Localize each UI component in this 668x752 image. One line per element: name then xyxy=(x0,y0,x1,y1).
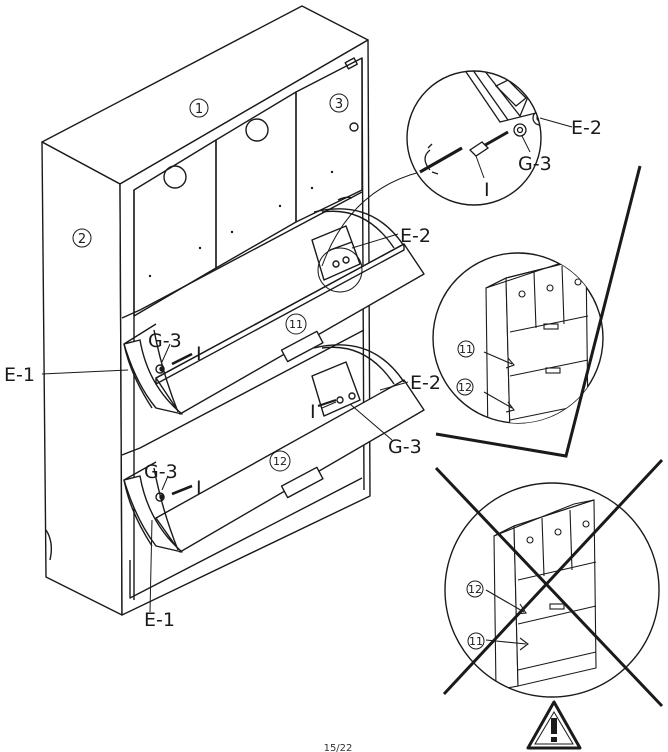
cross-mark-icon xyxy=(434,458,664,708)
callout-1: 1 xyxy=(189,98,209,118)
correct-label-11: 11 xyxy=(459,343,473,356)
label-i-middle: I xyxy=(310,401,316,423)
label-g3-lower-left: G-3 xyxy=(144,461,178,483)
label-g3-zoom: G-3 xyxy=(518,153,552,175)
flap-lower xyxy=(123,344,425,599)
correct-label-12: 12 xyxy=(458,381,472,394)
callout-12-text: 12 xyxy=(273,455,287,468)
label-g3-lower-right: G-3 xyxy=(388,436,422,458)
callout-3-text: 3 xyxy=(335,97,343,112)
page-number: 15/22 xyxy=(324,743,353,752)
callout-2-text: 2 xyxy=(78,232,86,247)
leader-lines xyxy=(41,171,421,613)
label-i-upper: I xyxy=(196,343,202,365)
callout-2: 2 xyxy=(72,228,92,248)
flap-upper xyxy=(123,196,425,415)
zoom-detail: E-2 G-3 I xyxy=(406,70,602,206)
callout-12: 12 xyxy=(269,450,291,472)
label-e1-left: E-1 xyxy=(4,364,35,386)
label-e2-upper: E-2 xyxy=(400,225,431,247)
callout-3: 3 xyxy=(329,93,349,113)
label-e1-bottom: E-1 xyxy=(144,609,175,631)
callout-1-text: 1 xyxy=(195,102,203,117)
callout-11-text: 11 xyxy=(289,318,303,331)
wrong-orientation-view: 12 11 xyxy=(434,458,664,708)
cabinet-side-panel xyxy=(41,141,123,616)
label-e2-lower: E-2 xyxy=(410,372,441,394)
shoe-cabinet xyxy=(41,5,425,616)
check-mark-icon xyxy=(435,165,642,458)
callout-11: 11 xyxy=(285,313,307,335)
wrong-label-11: 11 xyxy=(469,635,483,648)
label-e2-zoom: E-2 xyxy=(571,117,602,139)
label-i-zoom: I xyxy=(484,179,490,201)
correct-orientation-view: 11 12 xyxy=(432,165,642,458)
label-i-lower: I xyxy=(196,477,202,499)
label-g3-upper: G-3 xyxy=(148,330,182,352)
wrong-label-12: 12 xyxy=(468,583,482,596)
warning-triangle-icon xyxy=(526,700,582,750)
